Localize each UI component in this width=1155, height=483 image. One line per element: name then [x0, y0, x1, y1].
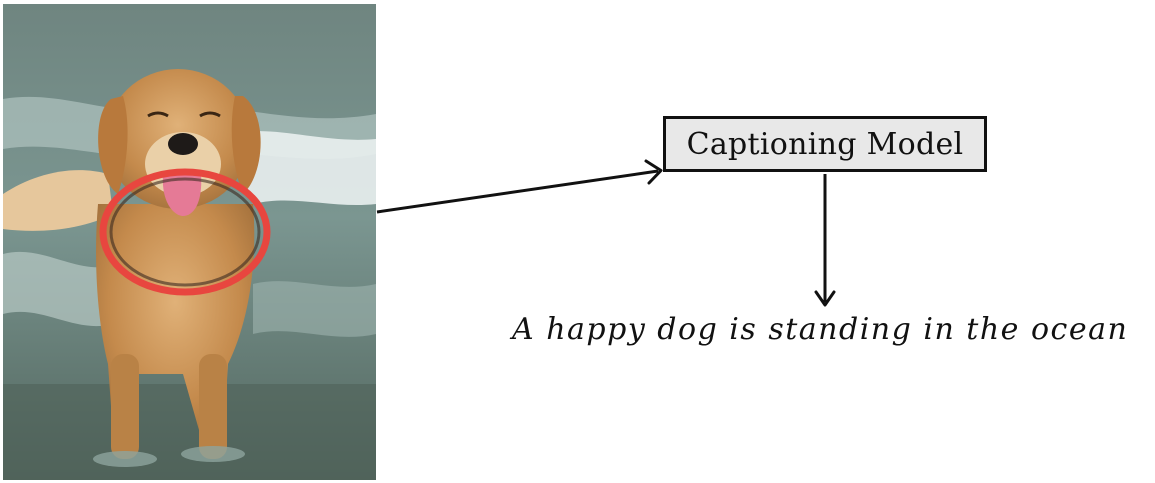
captioning-model-label: Captioning Model [686, 126, 964, 162]
dog-photo [3, 4, 376, 480]
captioning-model-box: Captioning Model [663, 116, 987, 172]
model-to-caption-arrow [814, 174, 836, 307]
generated-caption: A happy dog is standing in the ocean [512, 312, 1129, 347]
image-to-model-arrow [376, 159, 663, 214]
